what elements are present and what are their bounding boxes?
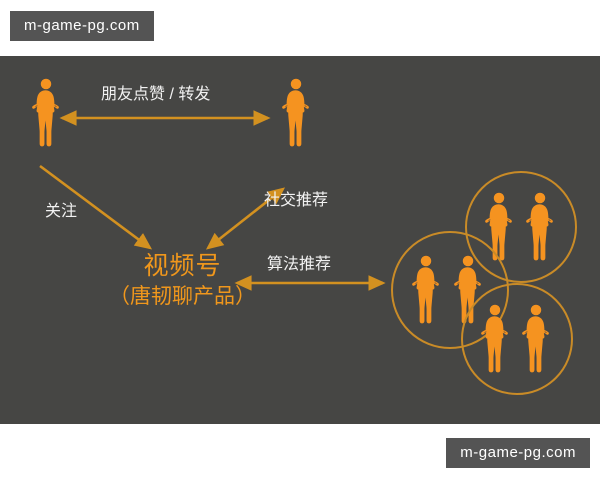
audience-cluster-bottom-right: [461, 283, 573, 395]
label-social-recommendation: 社交推荐: [264, 192, 329, 209]
audience-cluster-top-right: [465, 171, 577, 283]
person-top-right-icon: [282, 78, 309, 147]
label-friends-like-share: 朋友点赞 / 转发: [101, 86, 211, 103]
person-icon: [485, 192, 512, 261]
cluster-circle-icon: [465, 171, 577, 283]
label-algorithm-recommendation: 算法推荐: [267, 256, 332, 273]
label-follow: 关注: [45, 203, 78, 220]
center-node-subtitle: （唐韧聊产品）: [109, 284, 256, 308]
arrow-social-recommendation: [205, 187, 286, 250]
person-icon: [412, 255, 439, 324]
person-icon: [526, 192, 553, 261]
arrow-follow: [39, 164, 153, 250]
person-top-left-icon: [32, 78, 59, 147]
watermark-bottom-right: m-game-pg.com: [446, 438, 590, 468]
watermark-top-left: m-game-pg.com: [10, 11, 154, 41]
cluster-circle-icon: [391, 231, 509, 349]
audience-cluster-left: [391, 231, 509, 349]
person-icon: [522, 304, 549, 373]
cluster-circle-icon: [461, 283, 573, 395]
diagram-canvas: [32, 78, 577, 395]
diagram-panel: 朋友点赞 / 转发 关注 社交推荐 算法推荐 视频号 （唐韧聊产品）: [0, 56, 600, 424]
person-icon: [481, 304, 508, 373]
center-node-title: 视频号: [143, 252, 222, 280]
center-node: 视频号 （唐韧聊产品）: [70, 252, 295, 309]
